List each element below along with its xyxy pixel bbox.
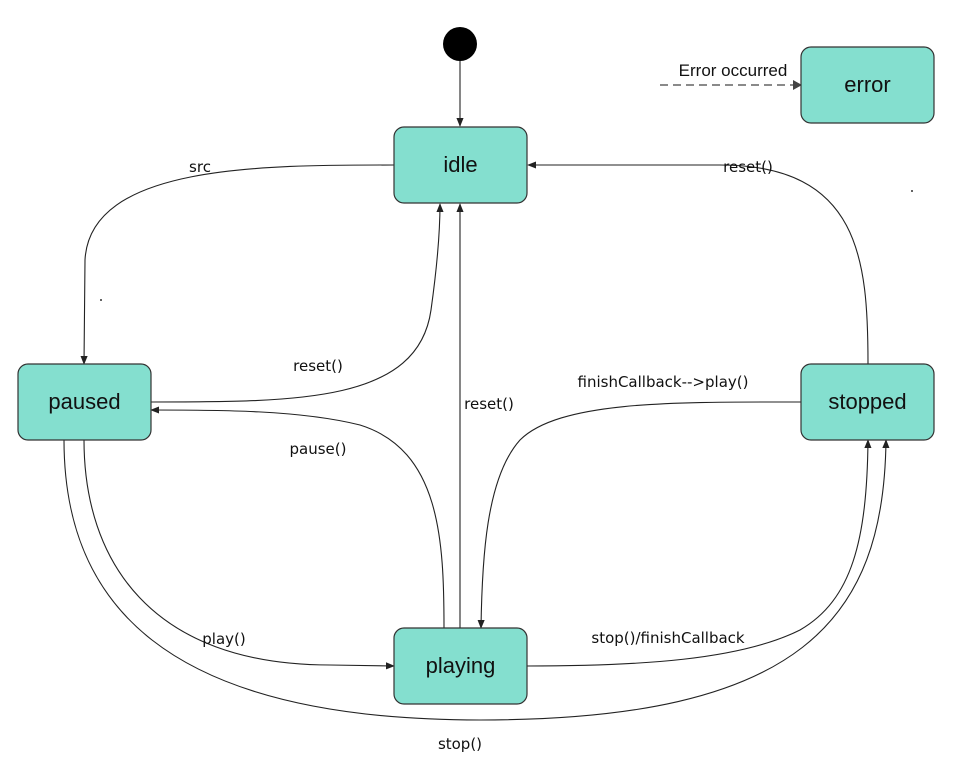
state-playing-label: playing — [426, 653, 496, 678]
edge-paused-to-playing — [83, 439, 395, 670]
edge-paused-to-idle — [150, 203, 444, 403]
edge-playing-to-stopped — [525, 439, 872, 667]
state-playing: playing — [393, 627, 528, 705]
state-stopped: stopped — [800, 363, 935, 441]
edge-paused-to-stopped — [63, 439, 890, 721]
edge-stopped-to-idle — [527, 161, 869, 365]
state-paused: paused — [17, 363, 152, 441]
label-reset-paused-idle: reset() — [293, 357, 343, 375]
edge-idle-to-paused — [80, 164, 395, 365]
stray-dot — [911, 190, 913, 192]
stray-dot — [100, 299, 102, 301]
label-pause: pause() — [290, 440, 347, 458]
label-stop-finish-callback: stop()/finishCallback — [591, 629, 745, 647]
state-idle-label: idle — [443, 152, 477, 177]
label-reset-playing-idle: reset() — [464, 395, 514, 413]
state-idle: idle — [393, 126, 528, 204]
edge-stopped-to-playing — [477, 401, 802, 629]
edge-playing-to-paused — [150, 406, 445, 629]
state-error: error — [800, 46, 935, 124]
error-occurred-label: Error occurred — [679, 61, 788, 80]
label-stop: stop() — [438, 735, 482, 753]
initial-node — [443, 27, 477, 61]
label-reset-stopped-idle: reset() — [723, 158, 773, 176]
state-stopped-label: stopped — [828, 389, 906, 414]
label-play: play() — [202, 630, 245, 648]
error-legend-arrowhead — [793, 80, 802, 90]
state-paused-label: paused — [48, 389, 120, 414]
state-error-label: error — [844, 72, 890, 97]
label-finish-callback-play: finishCallback-->play() — [578, 373, 749, 391]
label-src: src — [189, 158, 211, 176]
